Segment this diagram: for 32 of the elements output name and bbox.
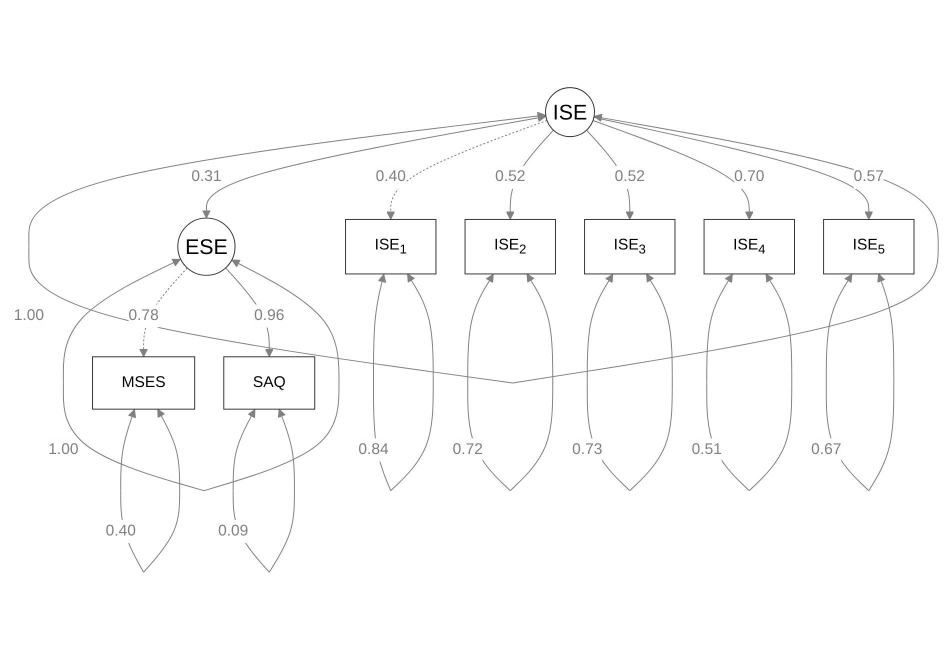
arrow (592, 120, 754, 220)
node-box: ISE$_{2}$ (464, 218, 556, 274)
arrow (386, 120, 548, 220)
edge-label: 0.67 (811, 440, 842, 458)
edge-label: 0.52 (614, 168, 645, 185)
arrow (62, 258, 340, 491)
edge-label: 0.57 (854, 168, 884, 185)
arrow (202, 113, 546, 218)
node-box: ISE$_{5}$ (823, 218, 914, 274)
node-box: ISE$_{1}$ (345, 218, 436, 274)
edge-label: 0.72 (452, 440, 483, 458)
node-box: MSES (92, 356, 196, 410)
edge-label: 1.00 (48, 440, 78, 458)
node-box: ISE$_{3}$ (584, 218, 676, 274)
edge-label: 0.96 (254, 306, 284, 324)
edge-label: 1.00 (14, 306, 44, 324)
edge-label: 0.52 (495, 168, 526, 185)
edge-label: 0.40 (376, 168, 406, 185)
node-circle: ESE (177, 217, 236, 276)
edge-label: 0.51 (692, 440, 722, 458)
edge-label: 0.73 (572, 440, 602, 458)
arrow (593, 116, 874, 220)
edge-label: 0.78 (128, 306, 159, 324)
edge-label: 0.40 (106, 522, 136, 539)
arrow (28, 111, 939, 383)
edge-label: 0.09 (218, 522, 248, 539)
node-box: SAQ (223, 356, 316, 410)
edge-label: 0.31 (191, 168, 222, 185)
node-circle: ISE (545, 86, 595, 137)
edge-label: 0.84 (358, 440, 389, 458)
edge-label: 0.70 (734, 168, 764, 185)
node-box: ISE$_{4}$ (704, 218, 795, 274)
